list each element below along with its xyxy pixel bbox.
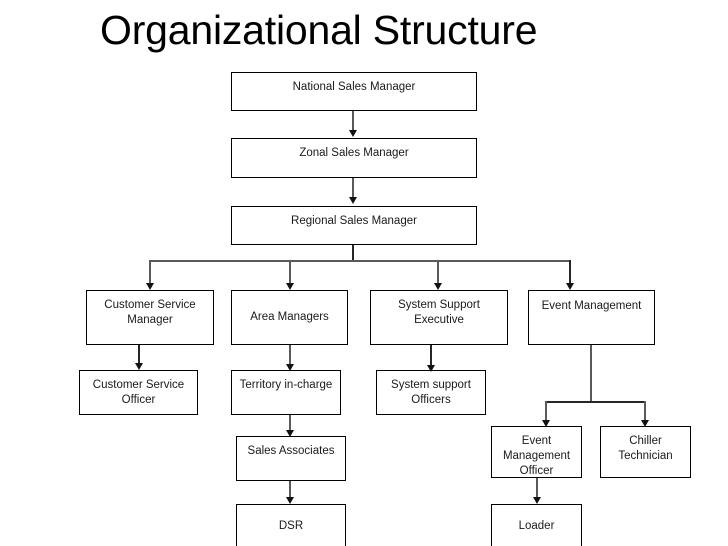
connector-bus-to-event-management [569, 260, 571, 285]
node-regional-sales-manager[interactable]: Regional Sales Manager [231, 206, 477, 245]
node-label: Loader [518, 520, 555, 532]
page-title: Organizational Structure [100, 7, 538, 53]
node-label: Customer Service Manager [104, 299, 196, 326]
connector-bus-to-area-managers [289, 260, 291, 285]
arrowhead-sales-associates [285, 430, 294, 437]
node-label: Event Management [541, 300, 642, 312]
arrowhead-territory [285, 364, 294, 371]
node-event-management[interactable]: Event Management [528, 290, 655, 345]
connector-rsm-bus [149, 260, 571, 262]
node-label: Regional Sales Manager [291, 215, 417, 227]
connector-em-bus [545, 401, 646, 403]
arrowhead-loader [532, 497, 541, 504]
connector-zsm-to-rsm [352, 178, 354, 199]
connector-csm-to-cso [138, 345, 140, 365]
node-label: Customer Service Officer [92, 379, 185, 406]
node-label: Chiller Technician [618, 435, 673, 462]
node-label: Zonal Sales Manager [299, 147, 409, 159]
connector-emo-to-loader [536, 478, 538, 499]
node-system-support-executive[interactable]: System Support Executive [370, 290, 508, 345]
node-label: Sales Associates [247, 445, 335, 457]
arrowhead-sso [426, 365, 435, 372]
node-customer-service-manager[interactable]: Customer Service Manager [86, 290, 214, 345]
connector-territory-to-sales-associates [289, 415, 291, 434]
arrowhead-emo [541, 420, 550, 427]
node-zonal-sales-manager[interactable]: Zonal Sales Manager [231, 138, 477, 178]
node-label: National Sales Manager [292, 81, 416, 93]
arrowhead-csm [145, 283, 154, 290]
arrowhead-area-managers [285, 283, 294, 290]
node-dsr[interactable]: DSR [236, 504, 346, 546]
connector-nsm-to-zsm [352, 111, 354, 132]
arrowhead-sse [433, 283, 442, 290]
connector-bus-to-sse [437, 260, 439, 285]
connector-bus-to-csm [149, 260, 151, 285]
arrowhead-dsr [285, 497, 294, 504]
node-national-sales-manager[interactable]: National Sales Manager [231, 72, 477, 111]
connector-rsm-stem [352, 245, 354, 262]
node-territory-in-charge[interactable]: Territory in-charge [231, 370, 341, 415]
node-system-support-officers[interactable]: System support Officers [376, 370, 486, 415]
node-label: System Support Executive [398, 299, 480, 326]
connector-em-stem [590, 345, 592, 402]
node-customer-service-officer[interactable]: Customer Service Officer [79, 370, 198, 415]
arrowhead-event-management [565, 283, 574, 290]
node-label: Area Managers [250, 311, 329, 323]
node-label: Territory in-charge [239, 379, 333, 391]
node-sales-associates[interactable]: Sales Associates [236, 436, 346, 481]
arrowhead-cso [134, 363, 143, 370]
connector-am-to-territory [289, 345, 291, 367]
node-event-management-officer[interactable]: Event Management Officer [491, 426, 582, 478]
arrowhead-rsm [348, 197, 357, 204]
node-label: System support Officers [391, 379, 471, 406]
arrowhead-zsm [348, 130, 357, 137]
connector-em-to-emo [545, 401, 547, 423]
node-area-managers[interactable]: Area Managers [231, 290, 348, 345]
connector-sse-to-sso [430, 345, 432, 367]
node-label: Event Management Officer [502, 435, 571, 477]
connector-sales-associates-to-dsr [289, 481, 291, 500]
connector-em-to-chiller [644, 401, 646, 423]
arrowhead-chiller [640, 420, 649, 427]
node-label: DSR [278, 520, 304, 532]
node-chiller-technician[interactable]: Chiller Technician [600, 426, 691, 478]
node-loader[interactable]: Loader [491, 504, 582, 546]
